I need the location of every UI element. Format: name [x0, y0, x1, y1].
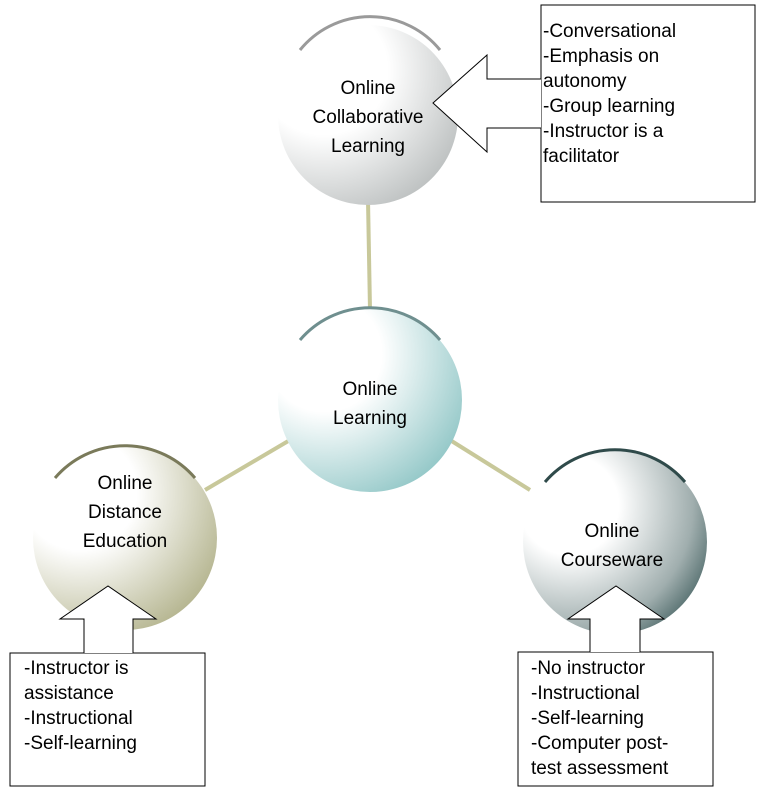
- arrow-left-icon: [432, 53, 541, 154]
- label-line: Courseware: [560, 550, 664, 571]
- label-line: Learning: [331, 136, 405, 157]
- callout-line: autonomy: [543, 71, 627, 92]
- callout-line: -Emphasis on: [543, 46, 660, 67]
- callout-line: -Instructor is a: [543, 121, 664, 142]
- node-circle-right: [523, 450, 707, 634]
- node-circle-top: [278, 25, 458, 205]
- callout-line: -Conversational: [543, 21, 677, 42]
- callout-line: -Instructor is: [24, 658, 129, 679]
- connector-left: [203, 438, 292, 492]
- node-label-right: Online Courseware: [532, 517, 692, 575]
- callout-line: -Self-learning: [24, 733, 137, 754]
- connector-right: [448, 438, 532, 492]
- label-line: Education: [82, 531, 168, 552]
- callout-line: -No instructor: [531, 658, 646, 679]
- label-line: Online: [340, 78, 396, 99]
- node-circle-left: [33, 446, 217, 630]
- callout-text-top: -Conversational -Emphasis on autonomy -G…: [543, 19, 676, 169]
- node-label-top: Online Collaborative Learning: [288, 74, 448, 161]
- arrow-up-icon: [566, 585, 666, 652]
- arrow-up-icon: [58, 585, 158, 653]
- callout-text-right: -No instructor -Instructional -Self-lear…: [531, 656, 668, 781]
- callout-box-right: [517, 651, 714, 787]
- label-line: Collaborative: [312, 107, 424, 128]
- callout-line: assistance: [24, 683, 114, 704]
- callout-box-top: [540, 4, 756, 203]
- callout-box-left: [9, 652, 206, 787]
- label-line: Online: [584, 521, 640, 542]
- node-label-center: Online Learning: [290, 375, 450, 433]
- callout-text-left: -Instructor is assistance -Instructional…: [24, 656, 137, 756]
- callout-line: -Instructional: [531, 683, 640, 704]
- callout-line: -Instructional: [24, 708, 133, 729]
- label-line: Distance: [88, 502, 162, 523]
- callout-line: facilitator: [543, 146, 620, 167]
- callout-line: -Self-learning: [531, 708, 644, 729]
- label-line: Online: [97, 473, 153, 494]
- label-line: Online: [342, 379, 398, 400]
- callout-line: -Computer post-: [531, 733, 669, 754]
- label-line: Learning: [333, 408, 407, 429]
- connector-top: [366, 199, 372, 311]
- callout-line: -Group learning: [543, 96, 676, 117]
- callout-line: test assessment: [531, 758, 669, 779]
- node-label-left: Online Distance Education: [45, 469, 205, 556]
- node-circle-center: [278, 308, 462, 492]
